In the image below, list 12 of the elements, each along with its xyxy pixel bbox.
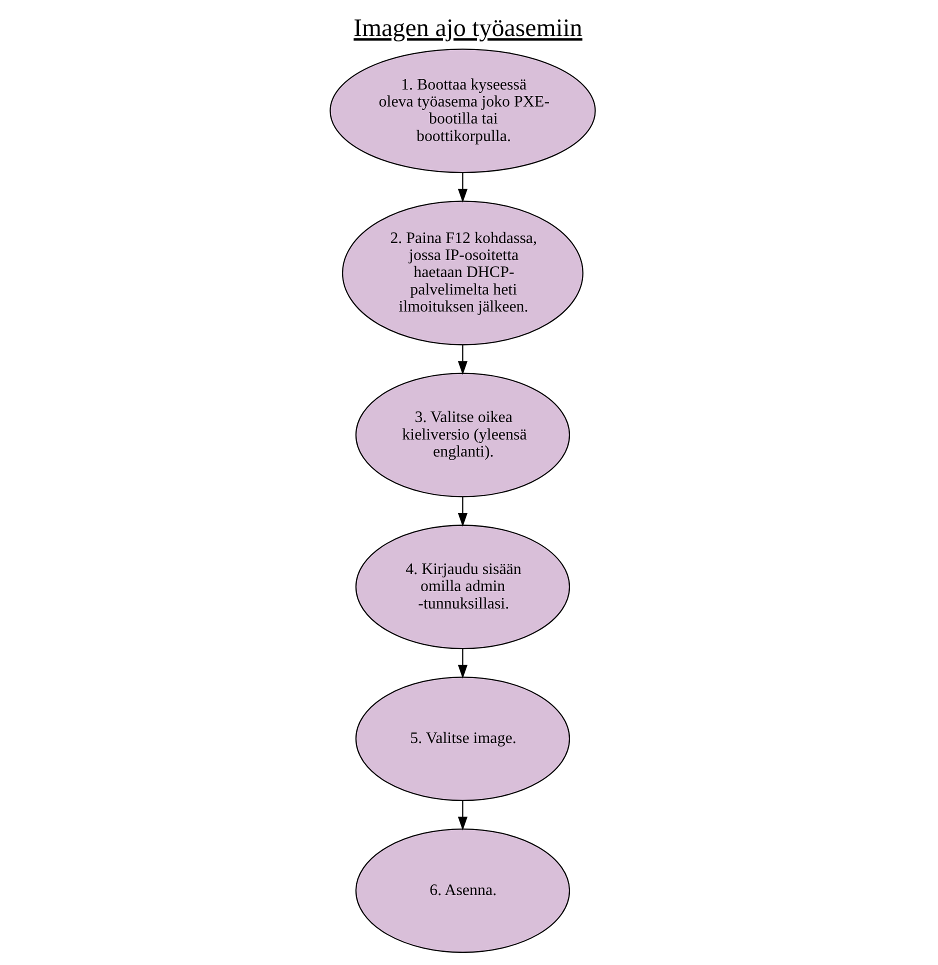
diagram-title: Imagen ajo työasemiin (354, 15, 582, 42)
node-ellipse: 2. Paina F12 kohdassa, jossa IP-osoitetta haetaan DHCP-palvelimelta heti ilmoituksen jälkeen. (342, 200, 584, 346)
arrow (458, 800, 468, 830)
arrow (458, 345, 468, 375)
node-ellipse: 1. Boottaa kyseessä oleva työasema joko PXE-bootilla tai boottikorpulla. (330, 48, 596, 174)
node-ellipse: 3. Valitse oikea kieliversio (yleensä englanti). (355, 372, 570, 498)
arrow (458, 497, 468, 527)
node-ellipse: 5. Valitse image. (355, 676, 570, 802)
arrow (458, 648, 468, 679)
arrow (458, 172, 468, 203)
node-ellipse: 6. Asenna. (355, 828, 570, 953)
node-ellipse: 4. Kirjaudu sisään omilla admin -tunnuksillasi. (355, 524, 570, 650)
